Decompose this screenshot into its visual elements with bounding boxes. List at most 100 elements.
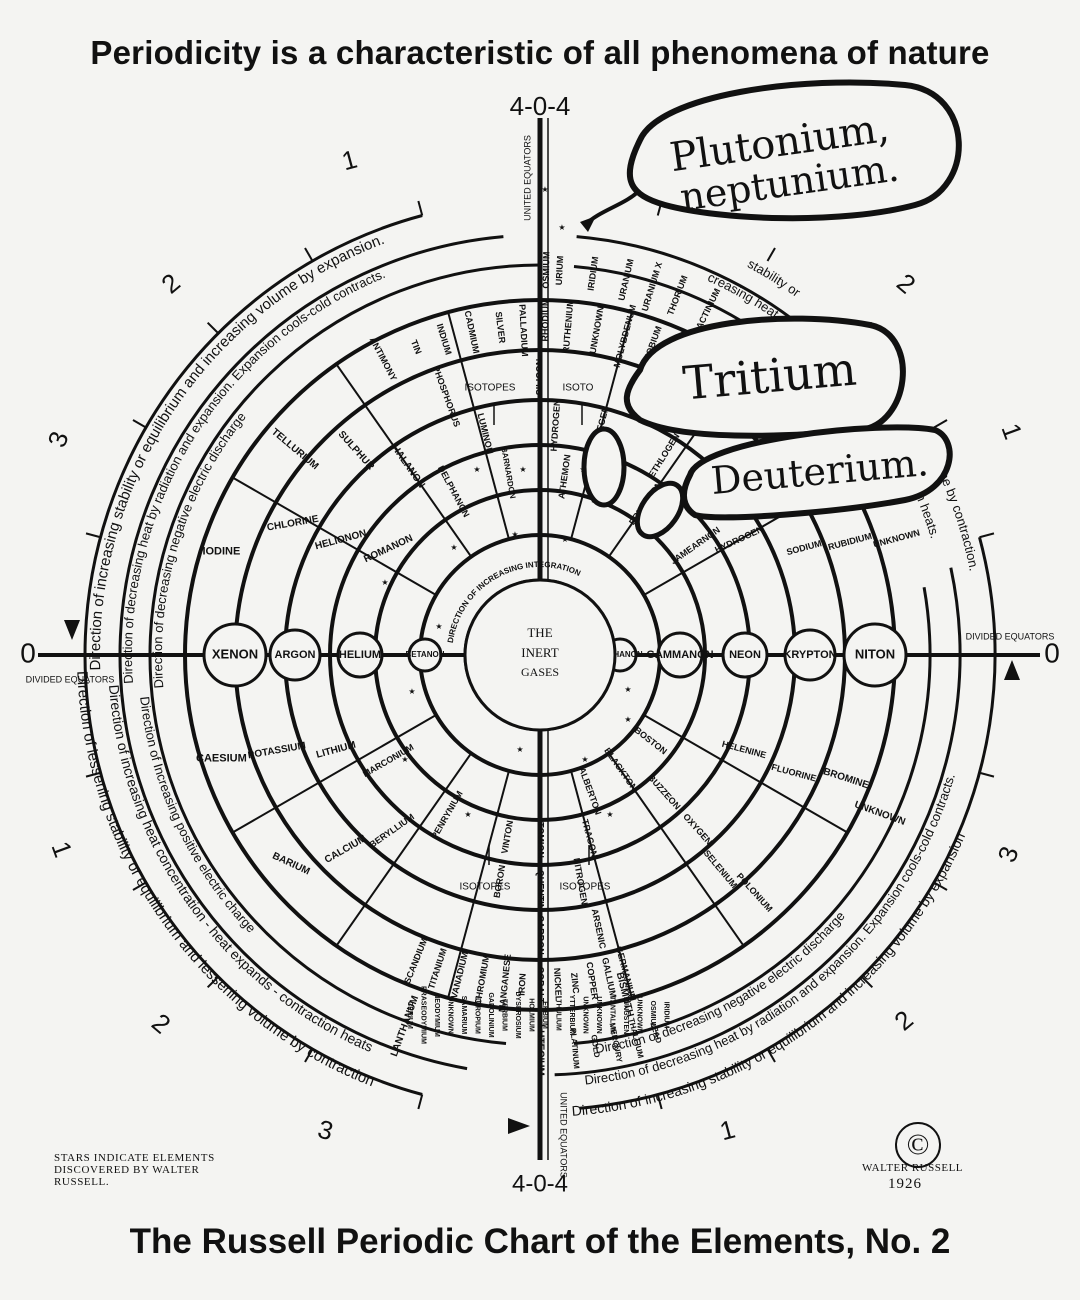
star-icon: ★ — [408, 687, 415, 696]
spoke — [608, 752, 745, 947]
center-text-1: THE — [527, 625, 552, 640]
direction-arrow-icon — [1004, 660, 1020, 680]
octave-tick — [132, 881, 147, 891]
lower-left-element: VANADIUM — [449, 951, 470, 1000]
outer-right-arc-1 — [554, 567, 962, 1077]
octave-number: 2 — [888, 1004, 918, 1036]
upper-left-element: ANTIMONY — [368, 335, 399, 382]
rare-earth-element: TUNGSTEN — [622, 996, 629, 1035]
octave-number: 1 — [995, 419, 1028, 443]
isotopes-label: ISOTOPES — [460, 882, 511, 893]
isotopes-label: ISOTOPES — [465, 383, 516, 394]
upper-right-element: MOLYBDENUM — [612, 304, 638, 369]
upper-left-element: SILICON — [534, 359, 544, 396]
lower-right-element: FLUORINE — [770, 762, 817, 784]
inert-gas-label: KRYPTON — [783, 649, 836, 661]
upper-right-element: RUBIDIUM — [827, 531, 873, 552]
lower-left-element: CARBON — [536, 915, 546, 955]
spoke — [232, 714, 437, 834]
octave-tick — [304, 1048, 314, 1063]
rare-earth-element: SAMARIUM — [460, 996, 467, 1035]
annotation-pointer-2 — [581, 426, 627, 508]
annotation-bubble-2 — [623, 315, 906, 439]
axis-label-left: 0 — [20, 637, 36, 668]
octave-tick — [206, 976, 219, 989]
upper-left-element: CADMIUM — [463, 310, 482, 355]
rare-earth-element: THULIUM — [555, 999, 562, 1031]
upper-right-element: OSMIUM — [541, 251, 552, 288]
lower-right-element: BOSTON — [633, 725, 669, 756]
copyright-icon: © — [895, 1122, 941, 1168]
star-icon: ★ — [624, 685, 631, 694]
upper-left-element: BARNARDON — [499, 446, 517, 499]
center-text-2: INERT — [521, 645, 559, 660]
inert-gas-label: ALPHANON — [597, 650, 643, 659]
octave-number: 2 — [146, 1007, 176, 1039]
octave-tick — [933, 881, 948, 891]
inert-gas-label: NITON — [855, 646, 895, 661]
stars-footnote: STARS INDICATE ELEMENTS DISCOVERED BY WA… — [54, 1152, 215, 1188]
outer-right-arc-0 — [573, 587, 932, 1046]
inert-gas-circle — [721, 631, 769, 679]
octave-number: 3 — [315, 1114, 337, 1147]
lower-left-element: IRON — [517, 973, 528, 996]
octave-tick — [979, 771, 995, 778]
annotation-arrow-icon — [580, 216, 596, 232]
star-icon: ★ — [381, 578, 388, 587]
star-icon: ★ — [519, 465, 526, 474]
inert-gas-label: XENON — [212, 646, 258, 661]
rare-earth-element: EUROPIUM — [474, 996, 481, 1034]
annotation-bubble-1 — [626, 79, 962, 222]
lower-right-element: BLACKTON — [602, 746, 639, 793]
outer-left-arc-1 — [118, 235, 504, 1071]
lower-right-element: PLATINUM — [569, 1028, 582, 1070]
axis-label-bottom: 4-0-4 — [512, 1170, 568, 1197]
rare-earth-element: UNKNOWN — [636, 996, 643, 1033]
upper-left-element: SILVER — [494, 311, 508, 344]
rare-earth-element: DYSPROSIUM — [514, 991, 521, 1038]
octave-number: 1 — [339, 144, 361, 177]
spoke — [232, 476, 437, 596]
star-icon: ★ — [450, 543, 457, 552]
lower-right-element: NICKEL — [552, 968, 564, 1002]
lower-right-element: SELENIUM — [702, 848, 740, 890]
upper-left-element: HALANON — [389, 443, 427, 490]
octave-tick — [206, 321, 219, 334]
divided-equators-right: DIVIDED EQUATORS — [966, 631, 1055, 641]
lower-left-element: VINTON — [499, 820, 515, 855]
upper-left-element: IODINE — [202, 545, 240, 557]
rare-earth-element: ERBIUM — [541, 1001, 548, 1029]
octave-number: 2 — [155, 267, 185, 299]
inert-gas-circle — [656, 631, 704, 679]
octave-number: 1 — [45, 837, 78, 861]
star-icon: ★ — [606, 810, 613, 819]
lower-right-element: POLONIUM — [735, 871, 775, 914]
rare-earth-element: YTTERBIUM — [568, 995, 575, 1036]
inert-gas-circle — [842, 622, 908, 688]
upper-right-element: UNKNOWN — [588, 305, 606, 354]
united-equators-top: UNITED EQUATORS — [522, 135, 532, 221]
upper-right-element: ETHLOGEN — [647, 432, 682, 480]
rare-earth-element: UNKNOWN — [595, 996, 602, 1033]
octave-tick — [766, 247, 776, 262]
lower-right-element: ZINC — [569, 972, 581, 994]
star-icon: ★ — [581, 755, 588, 764]
star-icon: ★ — [473, 465, 480, 474]
rare-earth-element: HOLMIUM — [528, 998, 535, 1032]
upper-left-element: DELPHANON — [436, 464, 472, 519]
lower-right-element: BROMINE — [822, 766, 871, 791]
octave-tick — [861, 976, 874, 989]
inert-gas-label: NEON — [729, 649, 761, 661]
lower-left-element: LITHIUM — [315, 740, 357, 761]
direction-arrow-icon — [64, 620, 80, 640]
octave-tick — [85, 532, 101, 539]
lower-left-element: QUENTIN — [536, 870, 546, 911]
upper-left-element: SULPHUR — [336, 429, 377, 473]
lower-right-element: OXYGEN — [681, 812, 714, 847]
star-icon: ★ — [561, 535, 568, 544]
octave-number: 2 — [891, 267, 921, 299]
octave-tick — [417, 200, 424, 216]
rare-earth-element: GADOLINIUM — [487, 992, 494, 1037]
rare-earth-element: IRIDIUM — [663, 1002, 670, 1029]
rare-earth-element: OSMIUM — [649, 1001, 656, 1030]
